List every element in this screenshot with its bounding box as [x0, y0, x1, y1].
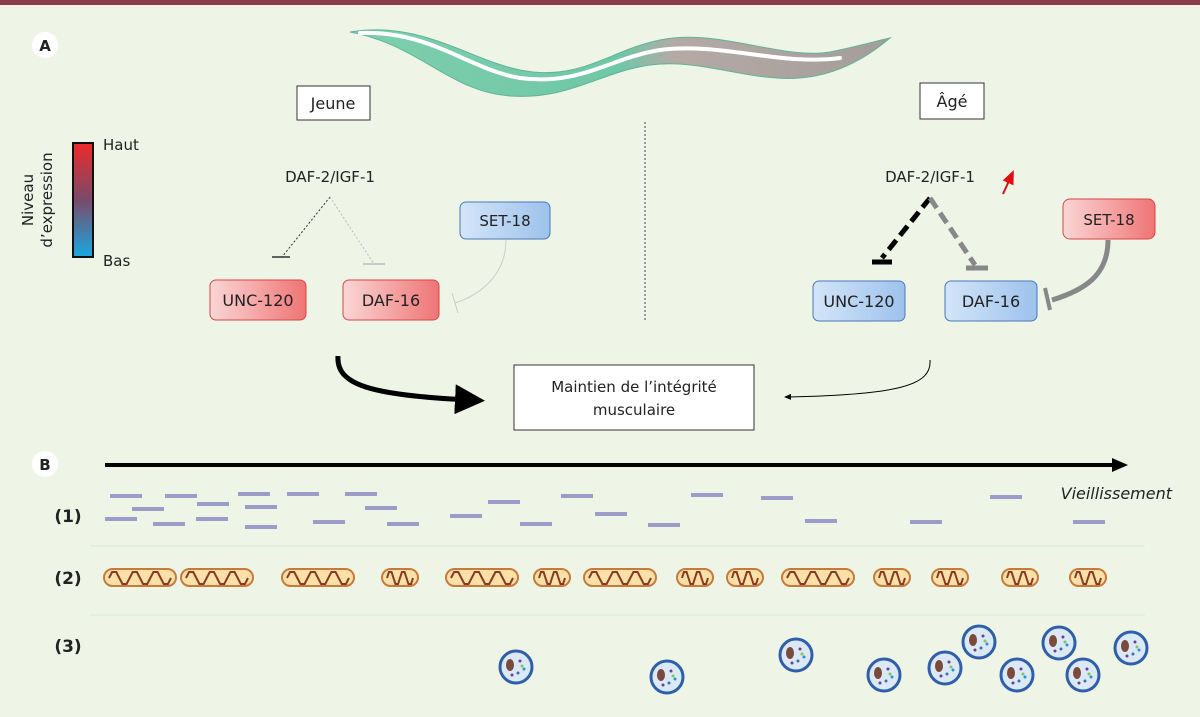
lysosome: [961, 624, 997, 660]
filament: [561, 494, 593, 498]
row-label-3: (3): [54, 637, 81, 657]
lysosome: [927, 650, 963, 686]
filament: [196, 517, 228, 521]
mitochondrion: [1069, 568, 1107, 587]
young-daf16-box: DAF-16: [342, 279, 440, 321]
filament-row: [105, 492, 1105, 529]
outcome-box: Maintien de l’intégrité musculaire: [513, 364, 755, 431]
filament: [691, 493, 723, 497]
mitochondrion: [726, 568, 764, 587]
mitochondrion: [1001, 568, 1039, 587]
mitochondrion: [583, 568, 657, 587]
old-unc120-box: UNC-120: [812, 280, 906, 322]
mitochondrion: [180, 568, 254, 587]
svg-text:DAF-16: DAF-16: [362, 291, 420, 310]
old-section: Âgé DAF-2/IGF-1 SET-18 UNC-120 DAF-16: [784, 82, 1156, 400]
lysosome: [1065, 657, 1101, 693]
filament: [365, 506, 397, 510]
filament: [345, 492, 377, 496]
old-set18-box: SET-18: [1062, 198, 1156, 240]
svg-text:A: A: [39, 37, 51, 55]
lysosome: [1041, 625, 1077, 661]
filament: [105, 517, 137, 521]
row-label-1: (1): [54, 507, 81, 527]
filament: [520, 522, 552, 526]
weak-arrow: [784, 359, 931, 400]
filament: [805, 519, 837, 523]
filament: [165, 494, 197, 498]
filament: [153, 522, 185, 526]
aging-axis-arrowhead: [1112, 458, 1128, 472]
filament: [387, 522, 419, 526]
lysosome: [649, 659, 685, 695]
expression-legend: Haut Bas Niveau d’expression: [19, 136, 139, 270]
strong-arrow: [335, 355, 485, 415]
filament: [287, 492, 319, 496]
aging-axis-label: Vieillissement: [1061, 484, 1173, 503]
mitochondrion: [676, 568, 714, 587]
filament: [761, 496, 793, 500]
young-unc120-box: UNC-120: [209, 279, 307, 321]
worm-illustration: [349, 29, 892, 97]
lysosome: [778, 637, 814, 673]
filament: [1073, 520, 1105, 524]
young-section: Jeune DAF-2/IGF-1 SET-18 UNC-120 DAF-16: [209, 85, 551, 415]
lysosome: [1113, 630, 1149, 666]
filament: [648, 523, 680, 527]
young-set18-box: SET-18: [459, 201, 551, 240]
mitochondrion: [931, 568, 969, 587]
filament: [197, 502, 229, 506]
svg-text:UNC-120: UNC-120: [823, 292, 894, 311]
svg-text:SET-18: SET-18: [1083, 211, 1134, 229]
filament: [488, 500, 520, 504]
filament: [245, 525, 277, 529]
young-receptor: DAF-2/IGF-1: [285, 168, 375, 186]
young-title: Jeune: [310, 94, 356, 113]
mitochondrion: [281, 568, 355, 587]
lysosome-row: [498, 624, 1149, 695]
mitochondrion: [781, 568, 855, 587]
svg-text:Haut: Haut: [103, 136, 139, 154]
svg-text:Niveau: Niveau: [19, 174, 37, 226]
mitochondrion: [445, 568, 519, 587]
mitochondrion: [533, 568, 571, 587]
svg-text:musculaire: musculaire: [593, 401, 675, 419]
svg-text:DAF-16: DAF-16: [962, 292, 1020, 311]
old-title: Âgé: [937, 92, 968, 111]
filament: [450, 514, 482, 518]
row-label-2: (2): [54, 569, 81, 589]
filament: [910, 520, 942, 524]
top-accent-bar: [0, 0, 1200, 5]
lysosome: [866, 657, 902, 693]
filament: [132, 507, 164, 511]
old-receptor: DAF-2/IGF-1: [885, 168, 975, 186]
filament: [990, 495, 1022, 499]
svg-text:UNC-120: UNC-120: [222, 291, 293, 310]
mitochondrion: [873, 568, 911, 587]
filament: [313, 520, 345, 524]
lysosome: [999, 657, 1035, 693]
panel-b-label: B: [32, 451, 58, 477]
filament: [110, 494, 142, 498]
svg-text:d’expression: d’expression: [38, 152, 56, 247]
svg-text:B: B: [39, 456, 50, 474]
filament: [245, 505, 277, 509]
mitochondrion: [103, 568, 177, 587]
svg-text:Maintien de l’intégrité: Maintien de l’intégrité: [551, 378, 717, 396]
mitochondria-row: [103, 568, 1107, 587]
old-daf16-box: DAF-16: [944, 280, 1038, 322]
increase-arrow-icon: [1002, 170, 1014, 195]
svg-text:SET-18: SET-18: [479, 212, 530, 230]
panel-a-label: A: [32, 32, 58, 58]
filament: [238, 492, 270, 496]
filament: [595, 512, 627, 516]
svg-text:Bas: Bas: [103, 252, 130, 270]
lysosome: [498, 649, 534, 685]
mitochondrion: [381, 568, 419, 587]
